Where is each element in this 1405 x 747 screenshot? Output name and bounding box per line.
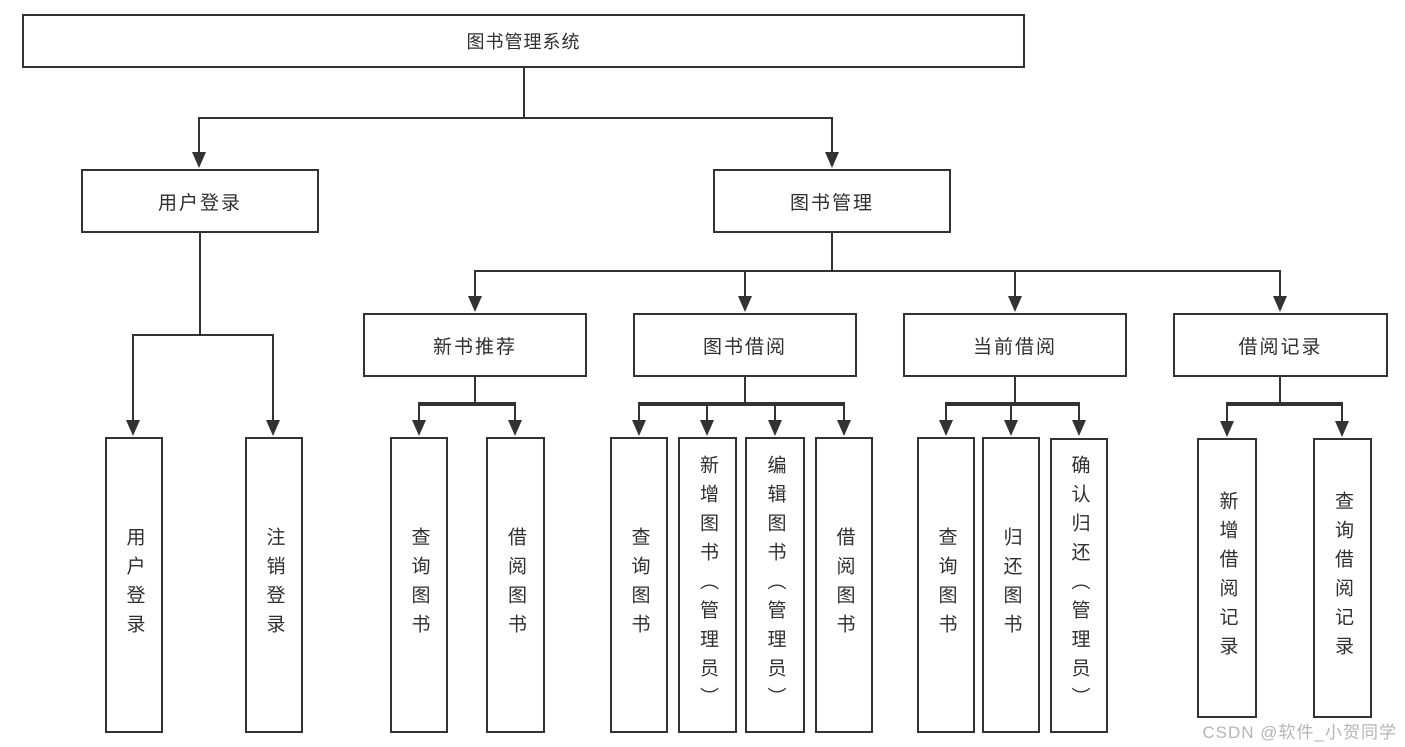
node-library-management-system: 图书管理系统 — [22, 14, 1025, 68]
node-new-book-recommend: 新书推荐 — [363, 313, 587, 377]
node-borrow-records: 借阅记录 — [1173, 313, 1388, 377]
leaf-newbook-borrow-books: 借阅图书 — [486, 437, 545, 733]
node-user-login: 用户登录 — [81, 169, 319, 233]
leaf-records-add-record: 新增借阅记录 — [1197, 438, 1257, 718]
watermark: CSDN @软件_小贺同学 — [1202, 723, 1397, 742]
leaf-newbook-query-books: 查询图书 — [390, 437, 448, 733]
leaf-current-confirm-return-admin: 确认归还（管理员） — [1050, 438, 1108, 733]
leaf-borrow-borrow-books: 借阅图书 — [815, 437, 873, 733]
leaf-borrow-add-books-admin: 新增图书（管理员） — [678, 437, 737, 733]
leaf-borrow-query-books: 查询图书 — [610, 437, 668, 733]
leaf-records-query-record: 查询借阅记录 — [1313, 438, 1372, 718]
node-book-borrow: 图书借阅 — [633, 313, 857, 377]
node-book-management: 图书管理 — [713, 169, 951, 233]
leaf-borrow-edit-books-admin: 编辑图书（管理员） — [745, 437, 805, 733]
leaf-current-return-books: 归还图书 — [982, 437, 1040, 733]
leaf-user-login: 用户登录 — [105, 437, 163, 733]
leaf-logout: 注销登录 — [245, 437, 303, 733]
leaf-current-query-books: 查询图书 — [917, 437, 975, 733]
node-current-borrow: 当前借阅 — [903, 313, 1127, 377]
